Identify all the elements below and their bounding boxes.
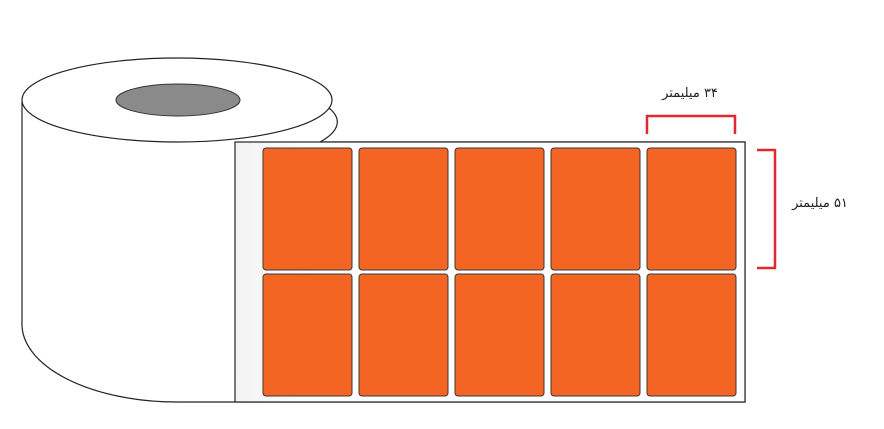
width-dimension-label: ۳۴ میلیمتر	[662, 86, 718, 101]
label-r1-c4	[550, 147, 641, 271]
label-r1-c1	[262, 147, 353, 271]
height-dimension-label: ۵۱ میلیمتر	[792, 196, 848, 211]
label-r2-c4	[550, 273, 641, 397]
label-r1-c2	[358, 147, 449, 271]
label-r2-c5	[646, 273, 737, 397]
label-r2-c3	[454, 273, 545, 397]
labels-grid	[262, 147, 737, 397]
label-r1-c5	[646, 147, 737, 271]
label-r2-c2	[358, 273, 449, 397]
width-bracket	[645, 114, 737, 134]
label-r2-c1	[262, 273, 353, 397]
label-r1-c3	[454, 147, 545, 271]
roll-core-hole	[115, 83, 241, 117]
height-bracket	[757, 148, 777, 270]
